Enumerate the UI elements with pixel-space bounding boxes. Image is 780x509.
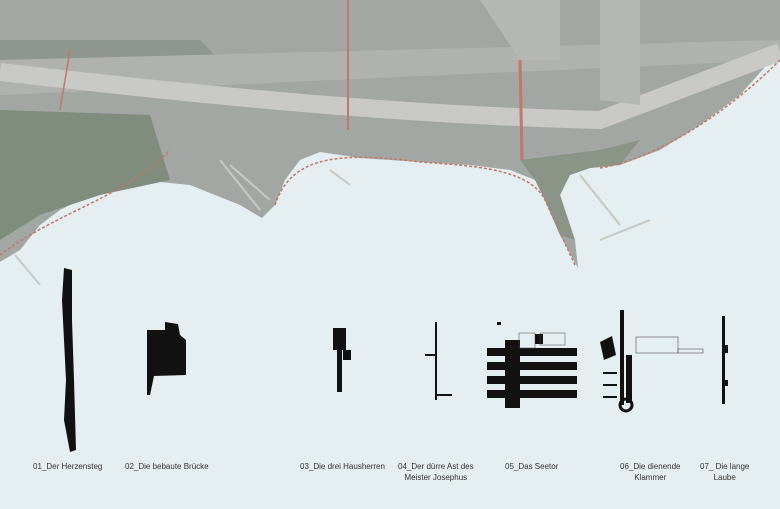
shape-06-klammer — [600, 310, 704, 413]
label-text-line2: Laube — [713, 473, 736, 482]
label-text: 05_Das Seetor — [505, 462, 559, 471]
label-text: 07_ Die lange — [700, 462, 750, 471]
route-lines — [0, 0, 780, 266]
shape-04-ast — [425, 322, 452, 400]
shape-02-bruecke — [147, 322, 186, 395]
label-text: 02_Die bebaute Brücke — [125, 462, 209, 471]
label-text: 04_Der dürre Ast des — [398, 462, 474, 471]
project-label-03: 03_Die drei Hausherren — [300, 461, 385, 472]
shape-05-seetor — [487, 322, 577, 408]
label-text: 01_Der Herzensteg — [33, 462, 103, 471]
shape-03-hausherren — [333, 328, 351, 392]
shape-07-laube — [722, 316, 728, 404]
project-label-01: 01_Der Herzensteg — [33, 461, 102, 472]
project-shapes — [62, 268, 728, 452]
label-text-line2: Klammer — [634, 473, 667, 482]
project-label-02: 02_Die bebaute Brücke — [125, 461, 209, 472]
label-text: 06_Die dienende — [620, 462, 681, 471]
railway-tracks — [0, 43, 780, 130]
marina-piers — [14, 159, 651, 286]
land-area — [0, 0, 780, 268]
shape-01-herzensteg — [62, 268, 76, 452]
label-text: 03_Die drei Hausherren — [300, 462, 385, 471]
project-label-05: 05_Das Seetor — [505, 461, 558, 472]
label-text-line2: Meister Josephus — [404, 473, 468, 482]
